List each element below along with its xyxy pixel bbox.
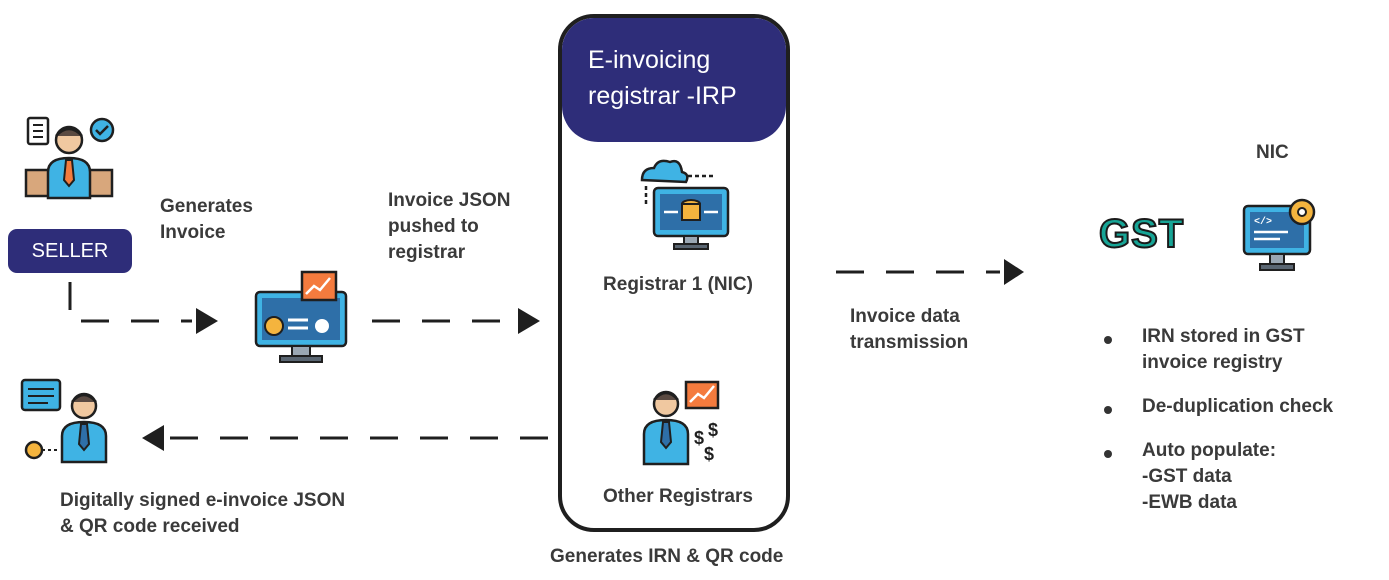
svg-text:$: $ xyxy=(704,444,714,464)
gst-logo: GST xyxy=(1098,211,1185,257)
registrar-person-chart-icon: $ $ $ xyxy=(642,380,720,466)
seller-person-icon xyxy=(24,116,115,200)
code-monitor-gear-icon: </> xyxy=(1242,198,1316,271)
arrowhead-right xyxy=(518,308,540,334)
seller-receiving-icon xyxy=(20,378,108,464)
invoice-json-pushed-label: Invoice JSON pushed to registrar xyxy=(388,190,511,263)
list-item: Auto populate: -GST data -EWB data xyxy=(1100,438,1333,516)
irp-header: E-invoicing registrar -IRP xyxy=(562,18,786,142)
nic-label: NIC xyxy=(1256,142,1289,163)
invoice-system-monitor-icon xyxy=(254,270,348,363)
list-item: De-duplication check xyxy=(1100,394,1333,420)
svg-text:$: $ xyxy=(694,428,704,448)
signed-einvoice-received-label: Digitally signed e-invoice JSON & QR cod… xyxy=(60,490,346,537)
other-registrars-label: Other Registrars xyxy=(603,486,753,507)
seller-to-system-connector xyxy=(68,282,192,323)
nic-functions-list: IRN stored in GST invoice registry De-du… xyxy=(1100,324,1333,534)
invoice-data-transmission-label: Invoice data transmission xyxy=(850,306,969,353)
list-item: IRN stored in GST invoice registry xyxy=(1100,324,1333,376)
irp-title: E-invoicing registrar -IRP xyxy=(588,46,737,110)
auto-populate-sublist: -GST data -EWB data xyxy=(1142,466,1237,513)
svg-text:$: $ xyxy=(708,420,718,440)
arrowhead-left xyxy=(142,425,164,451)
generates-irn-qr-label: Generates IRN & QR code xyxy=(550,546,784,567)
generates-invoice-label: Generates Invoice xyxy=(160,196,253,243)
registrar-1-label: Registrar 1 (NIC) xyxy=(603,274,753,295)
arrowhead-right xyxy=(1004,259,1024,285)
svg-text:</>: </> xyxy=(1254,216,1272,228)
arrowhead-right xyxy=(196,308,218,334)
irp-container: E-invoicing registrar -IRP Registrar 1 (… xyxy=(558,14,790,532)
seller-badge: SELLER xyxy=(8,229,132,273)
cloud-database-server-icon xyxy=(640,159,730,250)
